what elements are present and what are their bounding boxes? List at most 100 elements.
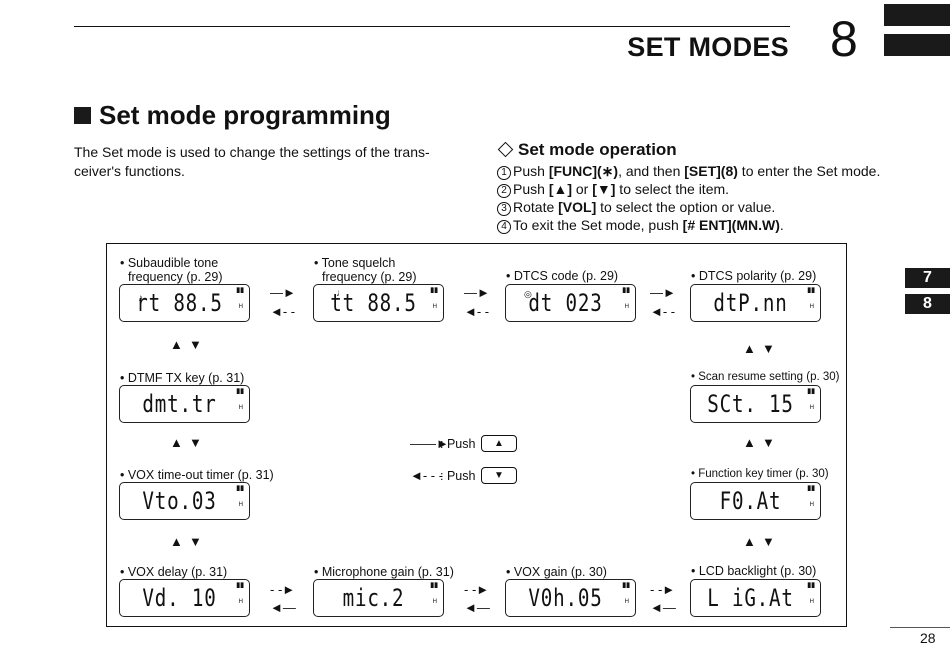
battery-icon: ▮▮ (236, 287, 244, 294)
arrow-up-dashed: ▲ (743, 435, 756, 450)
legend-arrow-dashed: ◄- - - (410, 468, 444, 483)
arrow-left-dashed: ◄- - (650, 304, 676, 319)
operation-heading: Set mode operation (518, 140, 677, 159)
power-indicator: H (624, 304, 629, 310)
key-label: [# ENT](MN.W) (682, 217, 780, 233)
item-label: • VOX gain (p. 30) (506, 565, 607, 579)
key-label: [▼] (592, 181, 616, 197)
item-label: • Microphone gain (p. 31) (314, 565, 454, 579)
legend-text: : Push (440, 437, 476, 451)
lcd-value: F0.At (719, 487, 782, 515)
arrow-down-solid: ▼ (762, 341, 775, 356)
power-indicator: H (238, 304, 243, 310)
lcd-microphone-gain[interactable]: mic.2 ▮▮ H (313, 579, 444, 617)
power-indicator: H (432, 599, 437, 605)
arrow-down-solid: ▼ (762, 534, 775, 549)
key-label: [▲] (548, 181, 572, 197)
lcd-value: dmt.tr (142, 390, 217, 418)
battery-icon: ▮▮ (236, 582, 244, 589)
item-label: • DTMF TX key (p. 31) (120, 371, 245, 385)
key-label: [FUNC](∗) (548, 163, 619, 179)
side-tab-8[interactable]: 8 (905, 294, 950, 314)
arrow-right-solid: —► (464, 285, 490, 300)
up-button-icon: ▲ (481, 435, 517, 452)
arrow-up-solid: ▲ (170, 534, 183, 549)
arrow-left-solid: ◄— (650, 600, 676, 615)
power-indicator: H (809, 405, 814, 411)
lcd-dtcs-polarity[interactable]: dtP.nn ▮▮ H (690, 284, 821, 322)
arrow-down-dashed: ▼ (189, 534, 202, 549)
step-number: 4 (497, 220, 511, 234)
battery-icon: ▮▮ (236, 388, 244, 395)
battery-icon: ▮▮ (807, 485, 815, 492)
chapter-bar-bottom (884, 34, 950, 56)
step-number: 2 (497, 184, 511, 198)
legend-arrow-solid: ——► (410, 436, 449, 451)
power-indicator: H (238, 599, 243, 605)
bell-icon: ♩ (336, 288, 346, 299)
arrow-down-solid: ▼ (762, 435, 775, 450)
lcd-value: L iG.At (707, 584, 794, 612)
section-title: SET MODES (627, 32, 789, 62)
down-button-icon: ▼ (481, 467, 517, 484)
lcd-vox-timeout[interactable]: Vto.03 ▮▮ H (119, 482, 250, 520)
lcd-subaudible-tone[interactable]: ♪ rt 88.5 ▮▮ H (119, 284, 250, 322)
lcd-value: SCt. 15 (707, 390, 794, 418)
battery-icon: ▮▮ (430, 287, 438, 294)
power-indicator: H (238, 405, 243, 411)
diamond-icon (497, 141, 514, 158)
dtcs-icon: ◎ (524, 289, 532, 299)
chapter-bar-top (884, 4, 950, 26)
heading-square-icon (74, 107, 91, 124)
lcd-value: tt 88.5 (330, 289, 417, 317)
power-indicator: H (624, 599, 629, 605)
lcd-dtcs-code[interactable]: ◎ dt 023 ▮▮ H (505, 284, 636, 322)
lcd-value: rt 88.5 (136, 289, 223, 317)
item-label: • DTCS polarity (p. 29) (691, 269, 817, 283)
item-label: • Scan resume setting (p. 30) (691, 371, 840, 383)
arrow-left-dashed: ◄- - (464, 304, 490, 319)
lcd-dtmf-tx-key[interactable]: dmt.tr ▮▮ H (119, 385, 250, 423)
lcd-scan-resume[interactable]: SCt. 15 ▮▮ H (690, 385, 821, 423)
lcd-backlight[interactable]: L iG.At ▮▮ H (690, 579, 821, 617)
item-label: • VOX delay (p. 31) (120, 565, 228, 579)
key-label: [SET](8) (684, 163, 738, 179)
arrow-down-dashed: ▼ (189, 435, 202, 450)
lcd-vox-delay[interactable]: Vd. 10 ▮▮ H (119, 579, 250, 617)
lcd-value: V0h.05 (528, 584, 603, 612)
lcd-value: mic.2 (342, 584, 405, 612)
intro-line: ceiver's functions. (74, 163, 185, 179)
chapter-number: 8 (830, 11, 858, 67)
arrow-up-dashed: ▲ (743, 341, 756, 356)
arrow-down-dashed: ▼ (189, 337, 202, 352)
side-tab-7[interactable]: 7 (905, 268, 950, 288)
item-label: • DTCS code (p. 29) (506, 269, 619, 283)
item-label: • Subaudible tone (120, 256, 219, 270)
arrow-up-solid: ▲ (170, 435, 183, 450)
step-number: 3 (497, 202, 511, 216)
footer-rule (890, 627, 950, 628)
main-heading: Set mode programming (99, 100, 391, 130)
note-icon: ♪ (138, 293, 143, 304)
lcd-tone-squelch[interactable]: ♩ tt 88.5 ▮▮ H (313, 284, 444, 322)
battery-icon: ▮▮ (807, 582, 815, 589)
key-label: [VOL] (558, 199, 597, 215)
item-label: • LCD backlight (p. 30) (691, 564, 817, 578)
lcd-function-key-timer[interactable]: F0.At ▮▮ H (690, 482, 821, 520)
lcd-vox-gain[interactable]: V0h.05 ▮▮ H (505, 579, 636, 617)
battery-icon: ▮▮ (807, 287, 815, 294)
battery-icon: ▮▮ (622, 287, 630, 294)
arrow-up-solid: ▲ (170, 337, 183, 352)
arrow-right-dashed: - -► (270, 582, 296, 597)
lcd-value: Vto.03 (142, 487, 217, 515)
intro-paragraph: The Set mode is used to change the setti… (74, 143, 464, 181)
battery-icon: ▮▮ (622, 582, 630, 589)
page-number: 28 (920, 630, 936, 646)
battery-icon: ▮▮ (236, 485, 244, 492)
arrow-left-dashed: ◄- - (270, 304, 296, 319)
arrow-right-dashed: - -► (650, 582, 676, 597)
item-label: frequency (p. 29) (128, 270, 223, 284)
power-indicator: H (809, 304, 814, 310)
